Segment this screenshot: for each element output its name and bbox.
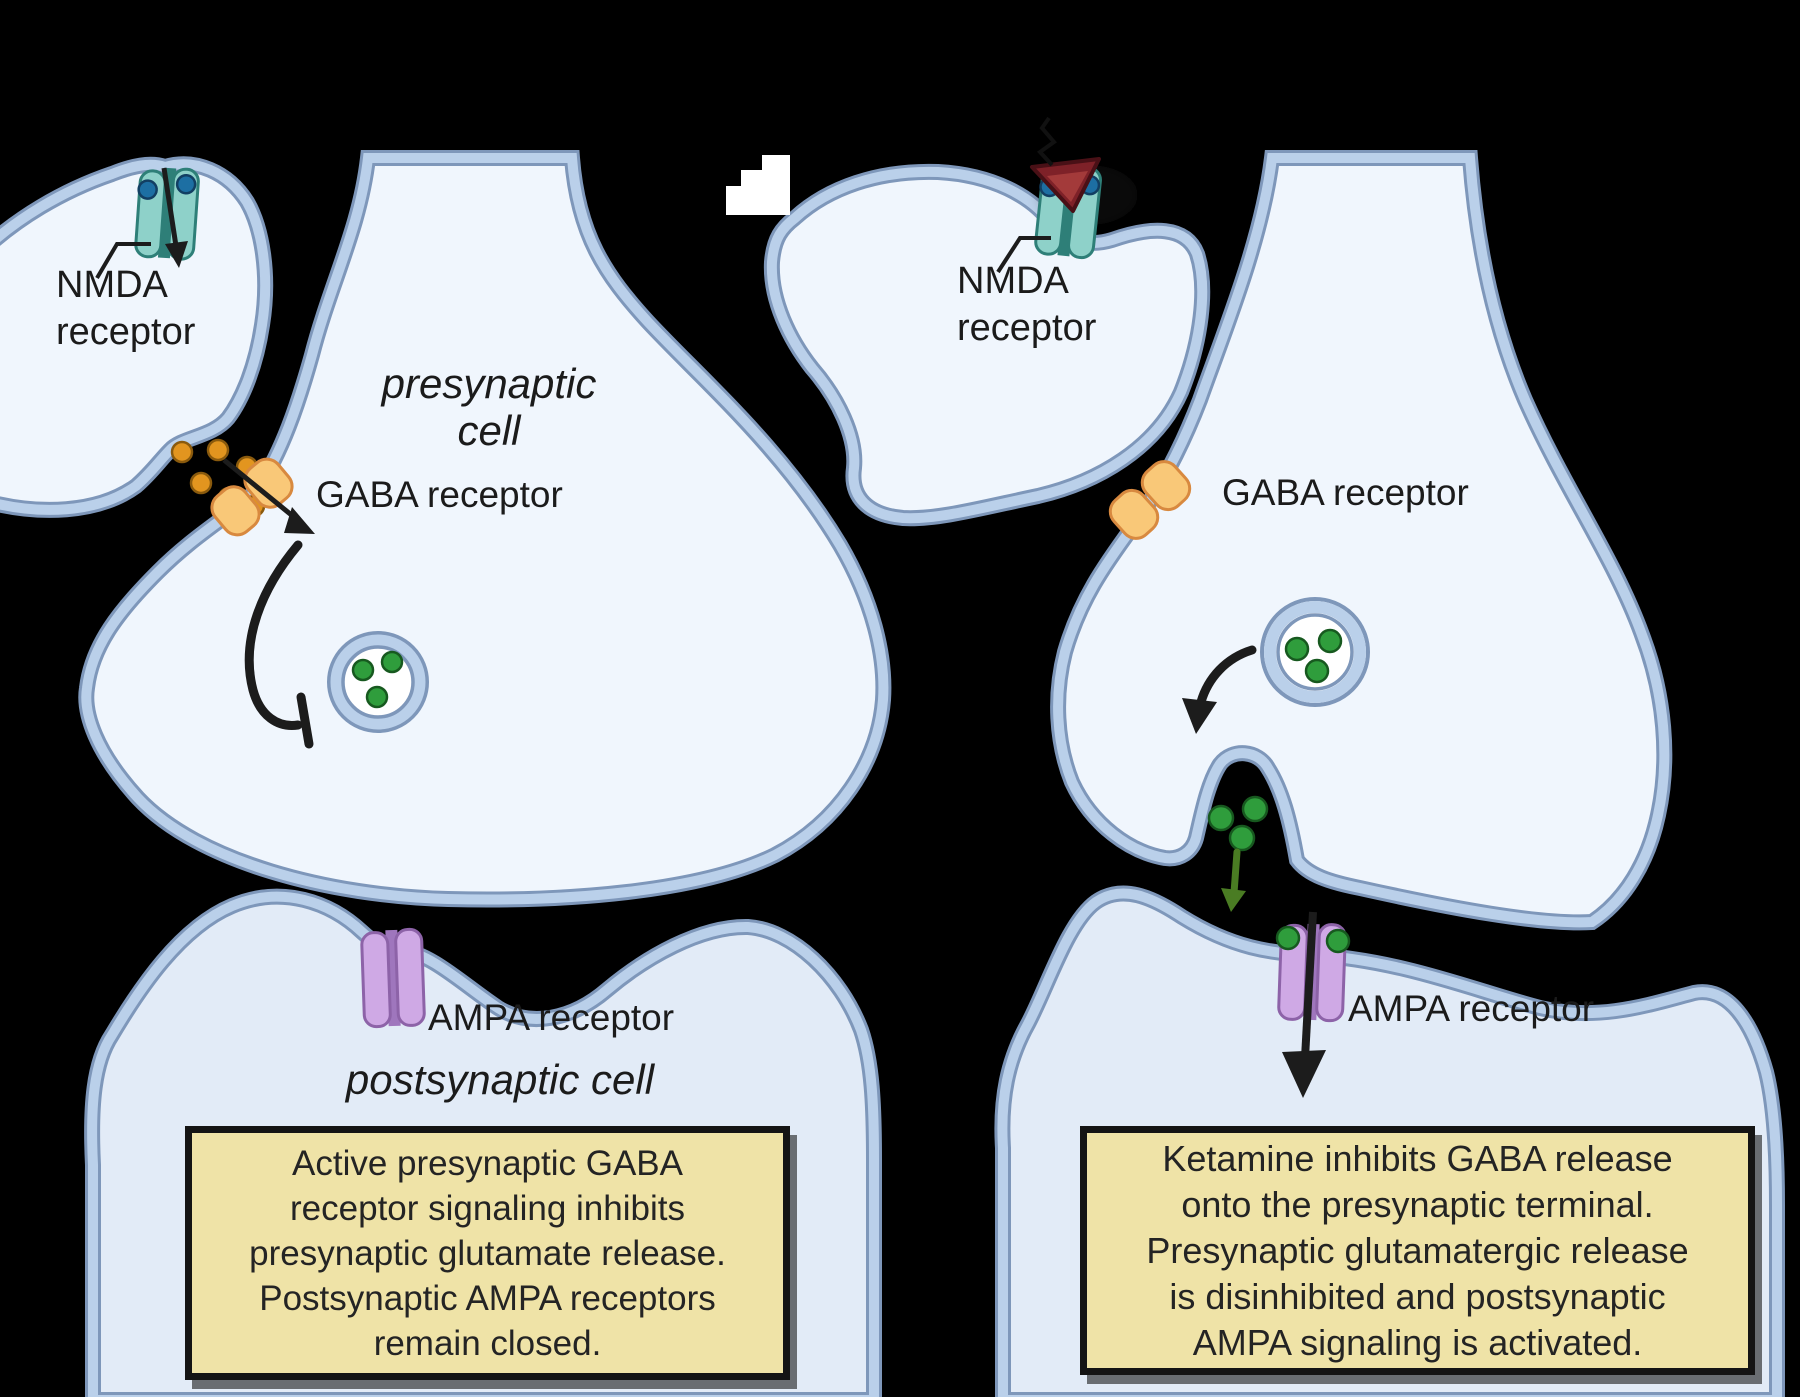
right-nmda-pointer-line bbox=[996, 236, 1051, 274]
right-ampa-activation-arrow bbox=[1282, 911, 1326, 1098]
right-presynaptic-cell bbox=[1050, 150, 1673, 931]
left-presynaptic-cell-label: presynaptic cell bbox=[381, 360, 597, 454]
left-nmda-activation-arrow bbox=[161, 167, 188, 268]
vesicle-icon bbox=[327, 631, 429, 733]
left-nmda-pointer-line bbox=[95, 242, 151, 280]
left-nmda-receptor-label: NMDA receptor bbox=[56, 264, 196, 353]
left-gaba-receptor-label: GABA receptor bbox=[316, 474, 563, 515]
left-caption-box: Active presynaptic GABA receptor signali… bbox=[185, 1126, 790, 1380]
gaba-receptor-icon bbox=[1108, 460, 1192, 540]
right-ampa-receptor-label: AMPA receptor bbox=[1348, 988, 1595, 1029]
right-gaba-terminal-cell bbox=[726, 155, 1211, 527]
vesicle-icon bbox=[1260, 597, 1370, 707]
right-gaba-receptor-label: GABA receptor bbox=[1222, 472, 1469, 513]
glutamate-flow-arrow bbox=[1221, 848, 1246, 912]
left-gaba-terminal-cell bbox=[0, 156, 274, 518]
right-nmda-receptor-label: NMDA receptor bbox=[957, 260, 1097, 349]
vesicle-release-arrow bbox=[1182, 645, 1257, 734]
inhibition-arrow-icon bbox=[244, 540, 314, 749]
gaba-receptor-icon bbox=[210, 457, 294, 537]
glutamate-molecule-dots bbox=[1207, 795, 1269, 852]
white-highlight-patch bbox=[726, 155, 790, 215]
ampa-receptor-icon bbox=[360, 927, 426, 1029]
left-ampa-receptor-label: AMPA receptor bbox=[428, 997, 675, 1038]
left-postsynaptic-cell-label: postsynaptic cell bbox=[345, 1056, 655, 1103]
left-gaba-activation-arrow bbox=[222, 458, 315, 534]
ketamine-icon bbox=[1030, 116, 1101, 213]
ketamine-squiggle bbox=[1036, 116, 1057, 167]
nmda-receptor-icon bbox=[134, 167, 200, 261]
bound-glutamate-dots bbox=[1275, 925, 1351, 954]
right-caption-box: Ketamine inhibits GABA release onto the … bbox=[1080, 1126, 1755, 1375]
